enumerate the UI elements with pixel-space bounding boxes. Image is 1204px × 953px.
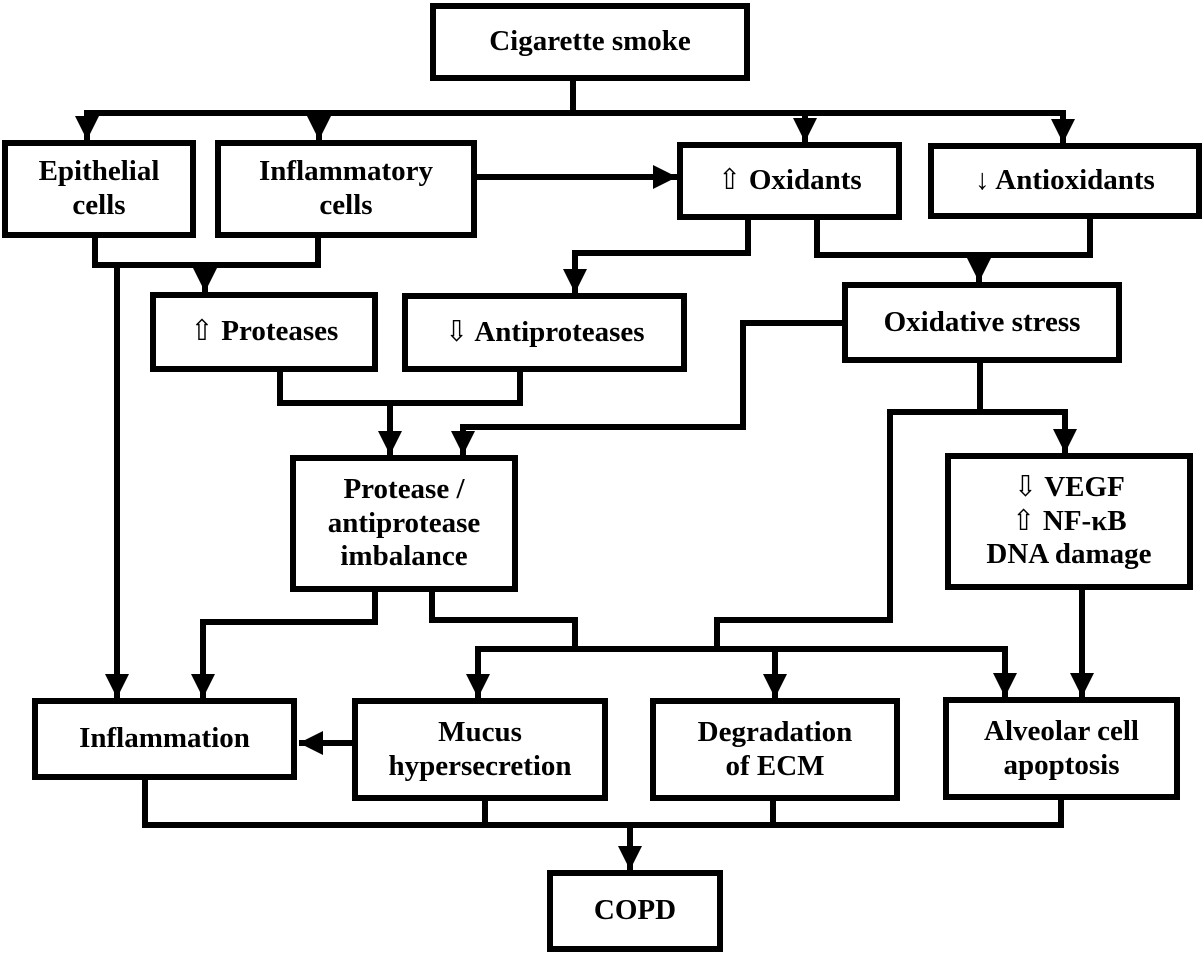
edge-cells-merge	[92, 235, 321, 268]
node-oxidative-stress: Oxidative stress	[842, 282, 1122, 363]
node-label: hypersecretion	[388, 749, 572, 782]
node-label: imbalance	[340, 540, 468, 573]
node-inflammatory-cells: Inflammatory cells	[215, 140, 477, 238]
edge-imbalance-to-bottom-bus	[429, 589, 578, 652]
node-label: Inflammation	[79, 722, 250, 755]
node-label: COPD	[593, 894, 677, 927]
node-label: apoptosis	[1003, 748, 1120, 781]
node-antioxidants: ↓ Antioxidants	[928, 143, 1202, 219]
edge-oxidative-to-bottom-bus	[714, 409, 893, 652]
node-label: cells	[72, 189, 126, 221]
edge-oxidants-to-antiproteases	[563, 217, 751, 293]
node-label: antiprotease	[327, 506, 481, 539]
node-label: DNA damage	[986, 538, 1152, 571]
node-label: Degradation	[697, 715, 853, 748]
node-label: of ECM	[725, 749, 825, 782]
node-oxidants: ⇧ Oxidants	[677, 142, 902, 220]
node-degradation-of-ecm: Degradation of ECM	[650, 698, 900, 801]
node-label: Inflammatory	[259, 155, 433, 188]
node-label: ⇧ Oxidants	[717, 164, 862, 197]
edge-imbalance-to-inflammation	[191, 589, 378, 698]
node-label: ⇧ NF-κB	[1011, 504, 1127, 537]
node-label: ⇧ Proteases	[189, 315, 339, 348]
node-protease-antiprotease-imbalance: Protease / antiprotease imbalance	[290, 455, 518, 592]
node-cigarette-smoke: Cigarette smoke	[430, 3, 750, 81]
node-label: ⇩ VEGF	[1013, 470, 1125, 503]
node-label: cells	[319, 189, 373, 221]
node-label: ↓ Antioxidants	[975, 164, 1155, 197]
edge-proteases-merge	[277, 369, 523, 406]
node-copd: COPD	[547, 870, 723, 952]
node-mucus-hypersecretion: Mucus hypersecretion	[352, 698, 608, 801]
edge-oxidants-antioxidants-merge	[814, 215, 1093, 258]
node-label: Cigarette smoke	[489, 25, 691, 58]
node-label: Mucus	[438, 715, 522, 748]
node-proteases: ⇧ Proteases	[150, 292, 378, 372]
node-label: Alveolar cell	[984, 714, 1139, 747]
node-antiproteases: ⇩ Antiproteases	[402, 293, 687, 372]
node-alveolar-cell-apoptosis: Alveolar cell apoptosis	[943, 697, 1180, 800]
node-label: Protease /	[343, 472, 465, 505]
node-label: Oxidative stress	[883, 305, 1081, 338]
edge-oxidative-to-imbalance	[451, 320, 846, 455]
node-label: Epithelial	[38, 155, 160, 188]
node-vegf-nfkb-dna-damage: ⇩ VEGF ⇧ NF-κB DNA damage	[945, 453, 1193, 590]
node-label: ⇩ Antiproteases	[444, 315, 645, 348]
node-epithelial-cells: Epithelial cells	[2, 140, 196, 238]
node-inflammation: Inflammation	[32, 698, 297, 780]
